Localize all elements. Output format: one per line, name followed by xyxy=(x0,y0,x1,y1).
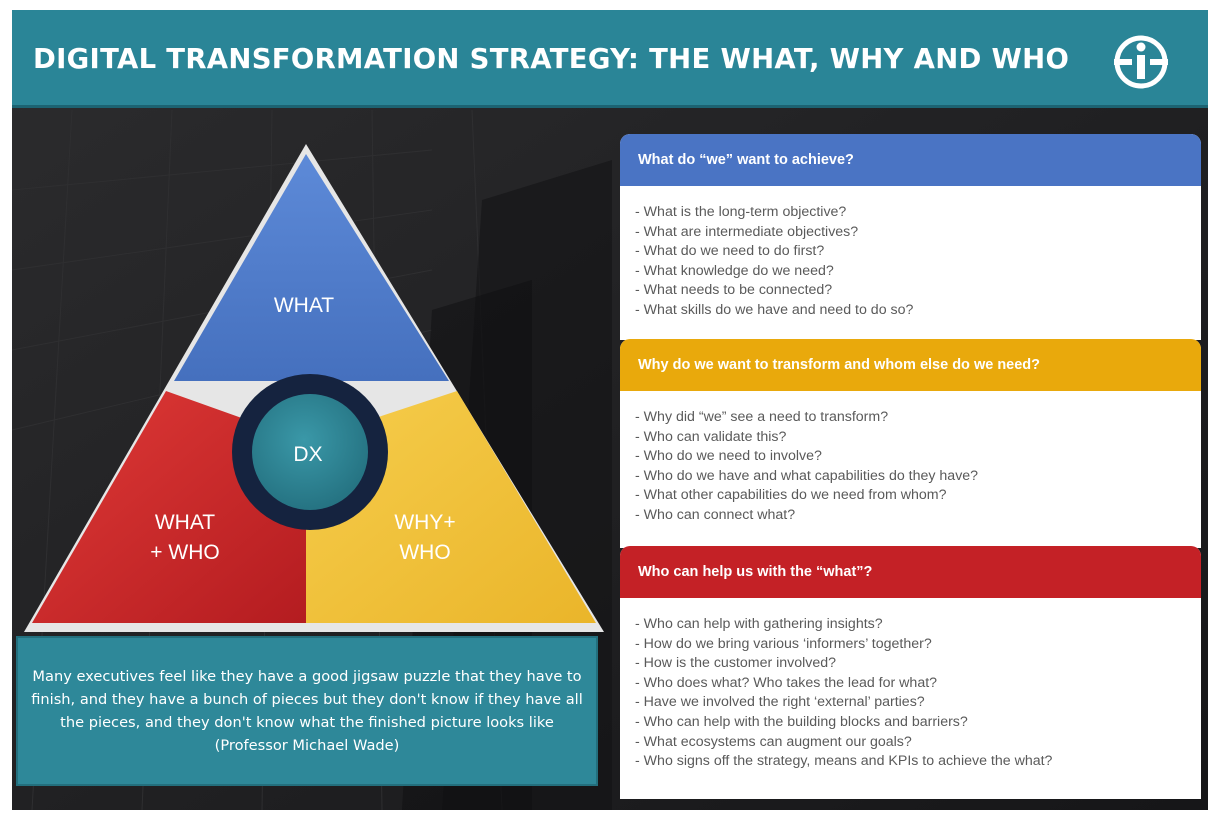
list-item: - What needs to be connected? xyxy=(635,282,833,299)
list-item: - Who do we have and what capabilities d… xyxy=(635,467,979,484)
dx-pyramid-diagram: WHAT DX WHAT + WHO WHY+ WHO xyxy=(24,144,604,632)
card-why-list: - Why did “we” see a need to transform? … xyxy=(620,391,1201,526)
list-item: - What knowledge do we need? xyxy=(635,262,834,279)
page-title: DIGITAL TRANSFORMATION STRATEGY: THE WHA… xyxy=(33,43,1070,75)
card-what-list: - What is the long-term objective? - Wha… xyxy=(620,186,1201,321)
quote-box: Many executives feel like they have a go… xyxy=(16,636,598,786)
quote-text: Many executives feel like they have a go… xyxy=(31,668,583,754)
list-item: - Who can connect what? xyxy=(635,506,796,523)
card-why-title: Why do we want to transform and whom els… xyxy=(638,357,1041,373)
card-who-title: Who can help us with the “what”? xyxy=(638,564,873,580)
pyramid-left-label-line1: WHAT xyxy=(155,511,215,534)
card-who-list: - Who can help with gathering insights? … xyxy=(620,598,1201,772)
pyramid-top-label: WHAT xyxy=(274,294,334,317)
card-what: What do “we” want to achieve? - What is … xyxy=(620,134,1201,340)
pyramid-right-label-line2: WHO xyxy=(399,541,450,564)
list-item: - How is the customer involved? xyxy=(635,655,837,672)
card-why-header: Why do we want to transform and whom els… xyxy=(620,339,1201,391)
list-item: - Have we involved the right ‘external’ … xyxy=(635,694,925,711)
card-who: Who can help us with the “what”? - Who c… xyxy=(620,546,1201,799)
dx-label: DX xyxy=(293,443,322,466)
list-item: - Why did “we” see a need to transform? xyxy=(635,409,889,425)
pyramid-left-label-line2: + WHO xyxy=(150,541,219,564)
gi-logo-icon xyxy=(1114,35,1168,89)
list-item: - Who can validate this? xyxy=(635,428,787,445)
pyramid-top-segment xyxy=(174,154,449,381)
card-why: Why do we want to transform and whom els… xyxy=(620,339,1201,548)
card-what-header: What do “we” want to achieve? xyxy=(620,134,1201,186)
list-item: - What are intermediate objectives? xyxy=(635,223,859,240)
list-item: - Who can help with gathering insights? xyxy=(635,616,883,632)
dx-circle xyxy=(252,394,368,510)
list-item: - What other capabilities do we need fro… xyxy=(635,487,947,504)
list-item: - How do we bring various ‘informers’ to… xyxy=(635,635,932,652)
list-item: - What do we need to do first? xyxy=(635,243,825,260)
list-item: - What skills do we have and need to do … xyxy=(635,301,914,318)
list-item: - Who can help with the building blocks … xyxy=(635,713,968,730)
list-item: - Who does what? Who takes the lead for … xyxy=(635,674,938,691)
pyramid-right-label-line1: WHY+ xyxy=(394,511,455,534)
list-item: - What is the long-term objective? xyxy=(635,204,847,220)
list-item: - Who do we need to involve? xyxy=(635,448,822,465)
header-bar: DIGITAL TRANSFORMATION STRATEGY: THE WHA… xyxy=(12,10,1208,108)
card-who-header: Who can help us with the “what”? xyxy=(620,546,1201,598)
card-what-title: What do “we” want to achieve? xyxy=(638,152,854,168)
list-item: - What ecosystems can augment our goals? xyxy=(635,733,912,750)
list-item: - Who signs off the strategy, means and … xyxy=(635,753,1053,770)
slide: DIGITAL TRANSFORMATION STRATEGY: THE WHA… xyxy=(12,10,1208,810)
